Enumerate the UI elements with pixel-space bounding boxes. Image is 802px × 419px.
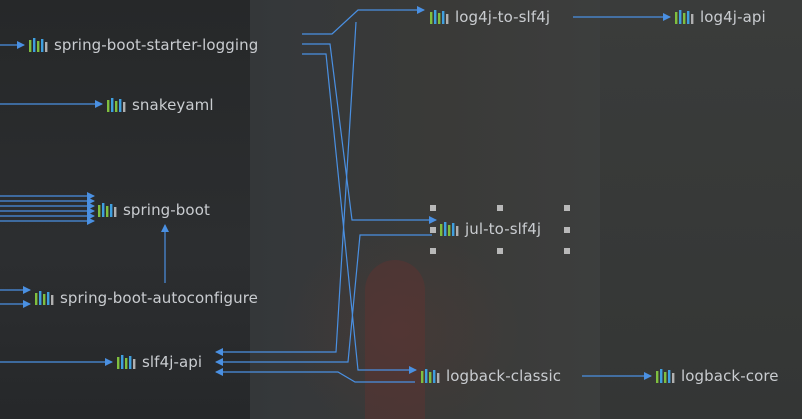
library-bars-icon [35, 291, 54, 305]
dependency-edge [215, 21, 357, 356]
dependency-edge [302, 6, 425, 35]
node-label: jul-to-slf4j [465, 220, 542, 238]
dependency-edge [215, 234, 432, 366]
node-label: log4j-to-slf4j [455, 8, 551, 26]
resize-handle[interactable] [497, 205, 503, 211]
node-spring-boot-autoconfigure[interactable]: spring-boot-autoconfigure [34, 287, 258, 309]
library-bars-icon [117, 355, 136, 369]
node-label: snakeyaml [132, 96, 214, 114]
library-bars-icon [656, 369, 675, 383]
node-log4j-api[interactable]: log4j-api [674, 6, 766, 28]
node-label: slf4j-api [142, 353, 203, 371]
library-bars-icon [430, 10, 449, 24]
library-bars-icon [421, 369, 440, 383]
node-snakeyaml[interactable]: snakeyaml [106, 94, 214, 116]
library-bars-icon [440, 222, 459, 236]
library-bars-icon [107, 98, 126, 112]
resize-handle[interactable] [430, 248, 436, 254]
dependency-edge [302, 53, 417, 374]
node-label: spring-boot [123, 201, 210, 219]
background-wall-left [0, 0, 250, 419]
background-figure [365, 260, 425, 419]
library-bars-icon [98, 203, 117, 217]
node-spring-boot[interactable]: spring-boot [97, 199, 210, 221]
node-label: spring-boot-starter-logging [54, 36, 259, 54]
node-logback-classic[interactable]: logback-classic [420, 365, 561, 387]
node-logback-core[interactable]: logback-core [655, 365, 779, 387]
resize-handle[interactable] [497, 248, 503, 254]
node-label: logback-core [681, 367, 779, 385]
node-label: log4j-api [700, 8, 766, 26]
resize-handle[interactable] [564, 227, 570, 233]
dependency-edge [215, 368, 415, 383]
resize-handle[interactable] [430, 205, 436, 211]
background-wall-right [600, 0, 802, 419]
dependency-edge [302, 43, 437, 224]
node-spring-boot-starter-logging[interactable]: spring-boot-starter-logging [28, 34, 258, 56]
resize-handle[interactable] [430, 227, 436, 233]
node-log4j-to-slf4j[interactable]: log4j-to-slf4j [429, 6, 550, 28]
node-label: spring-boot-autoconfigure [60, 289, 259, 307]
resize-handle[interactable] [564, 205, 570, 211]
node-label: logback-classic [446, 367, 562, 385]
resize-handle[interactable] [564, 248, 570, 254]
node-jul-to-slf4j[interactable]: jul-to-slf4j [439, 218, 541, 240]
library-bars-icon [675, 10, 694, 24]
node-slf4j-api[interactable]: slf4j-api [116, 351, 202, 373]
library-bars-icon [29, 38, 48, 52]
